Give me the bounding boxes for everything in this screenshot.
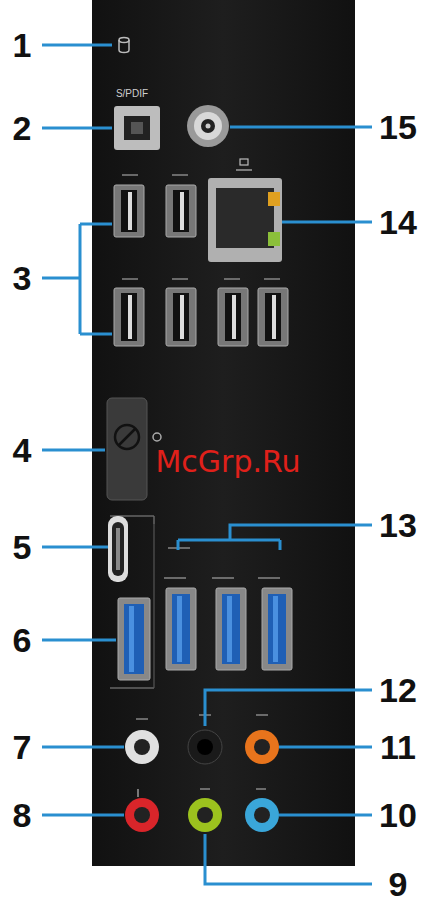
callout-number: 14 xyxy=(379,205,417,239)
callout-number: 7 xyxy=(13,730,32,764)
callout-number: 10 xyxy=(379,798,417,832)
callout-number: 13 xyxy=(379,508,417,542)
callout-number: 1 xyxy=(13,28,32,62)
callout-number: 6 xyxy=(13,623,32,657)
watermark: McGrp.Ru xyxy=(155,447,300,477)
callout-number: 3 xyxy=(13,261,32,295)
callout-number: 9 xyxy=(389,867,408,901)
callout-number: 15 xyxy=(379,110,417,144)
callout-number: 5 xyxy=(13,530,32,564)
callout-number: 2 xyxy=(13,111,32,145)
callout-number: 8 xyxy=(13,798,32,832)
callout-number: 12 xyxy=(379,673,417,707)
callout-number: 4 xyxy=(13,433,32,467)
callout-number: 11 xyxy=(380,730,416,764)
port-label: S/PDIF xyxy=(116,89,148,99)
